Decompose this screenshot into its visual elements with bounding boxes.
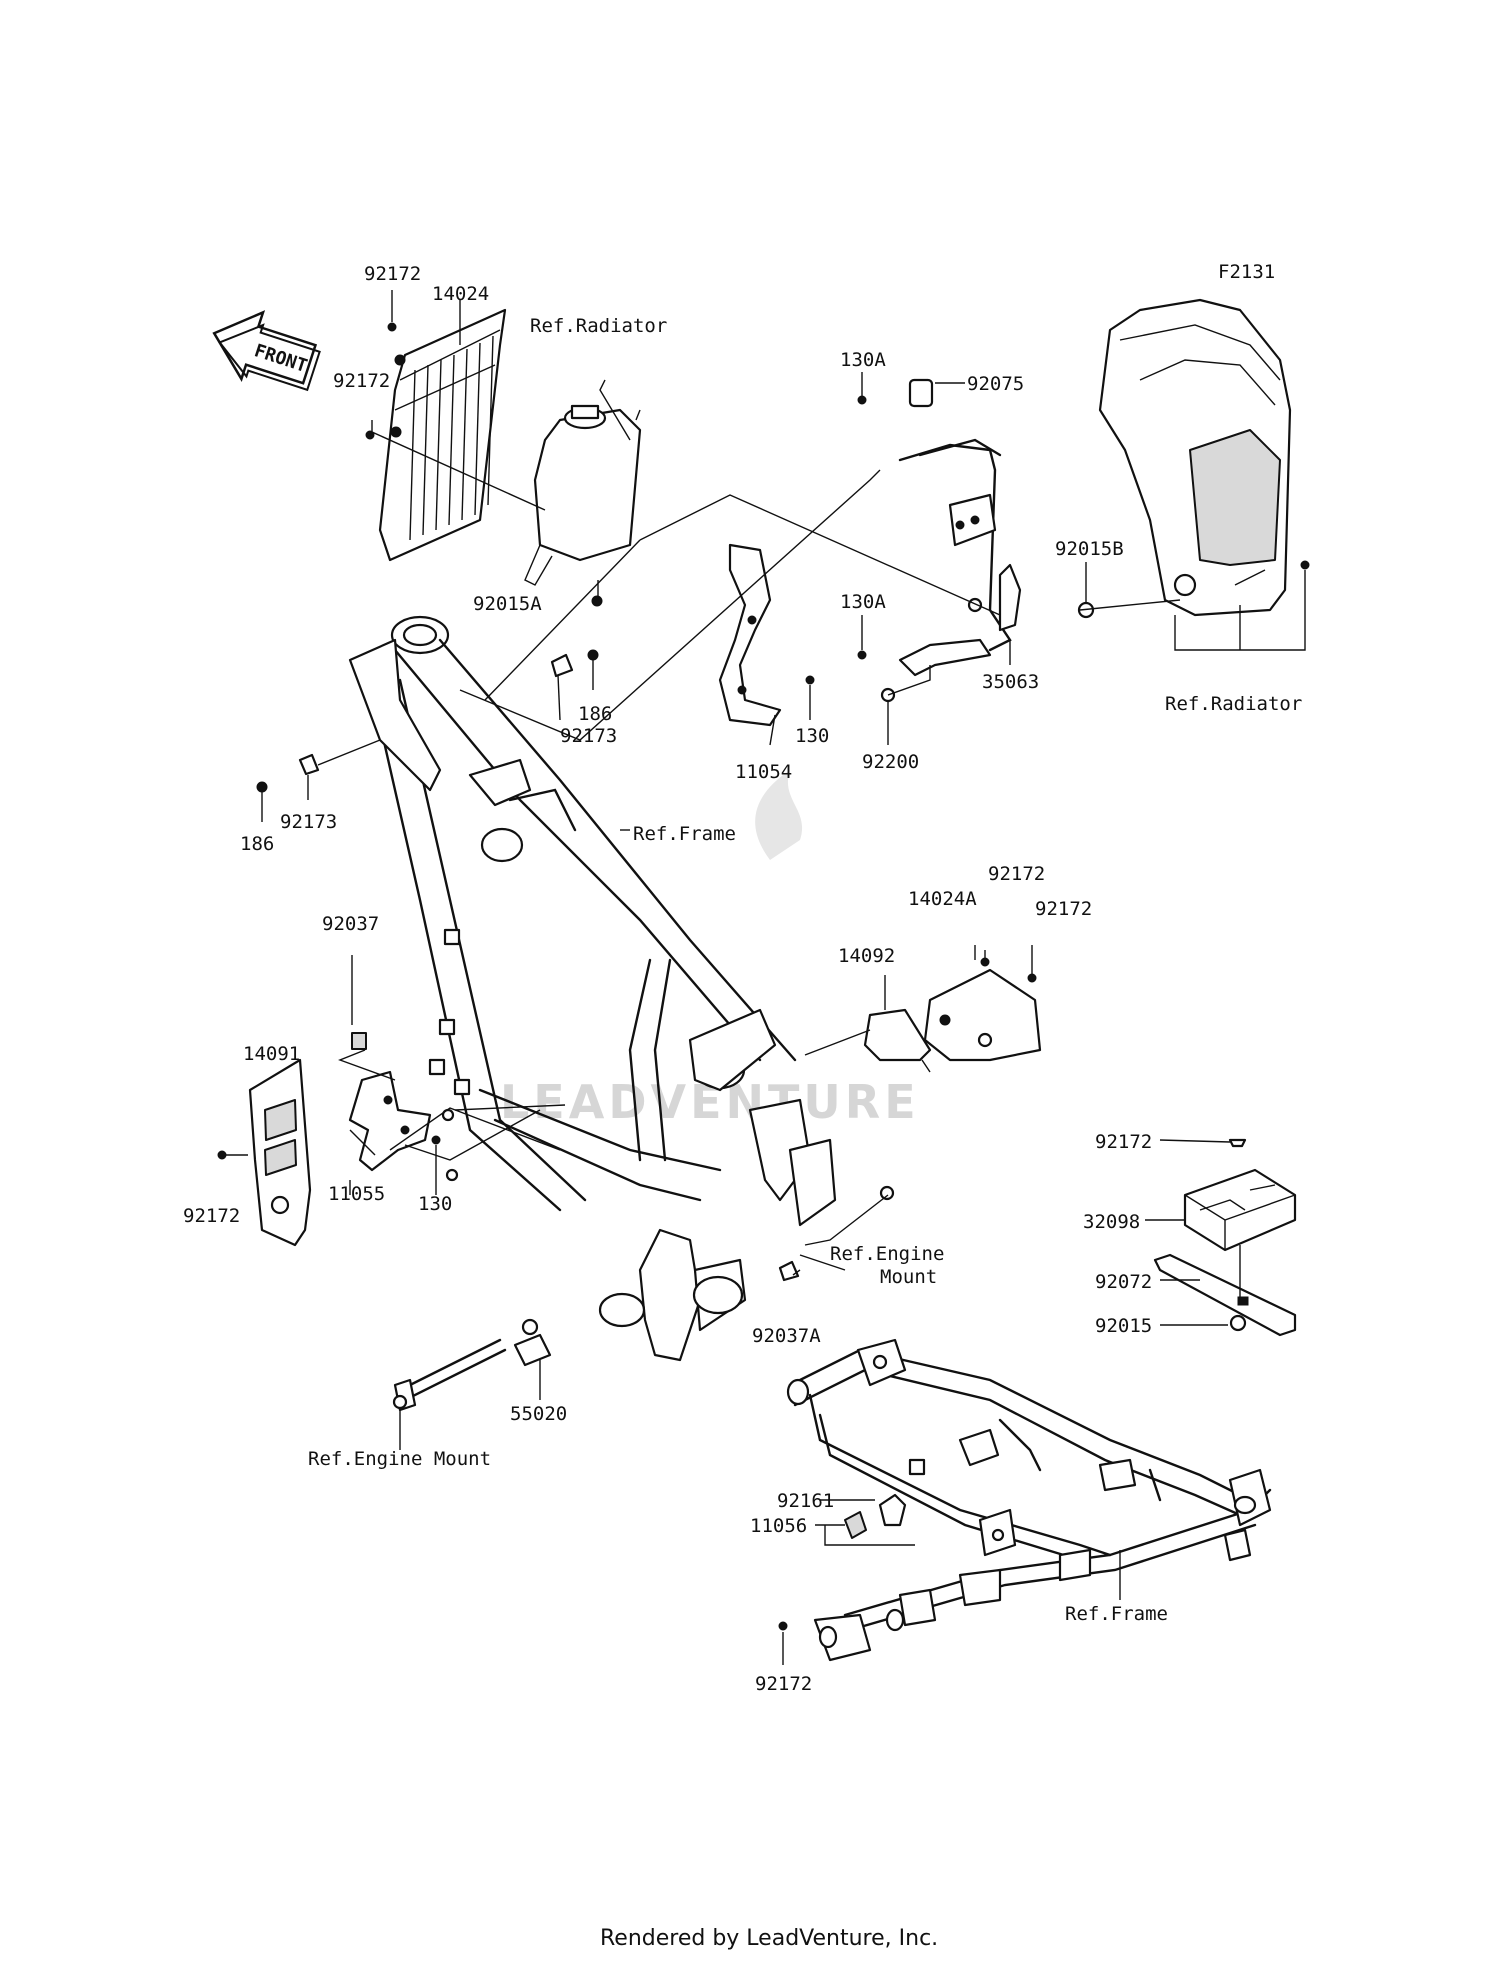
label-92075: 92075 <box>967 373 1024 395</box>
label-92200: 92200 <box>862 751 919 773</box>
label-130: 130 <box>795 725 829 747</box>
label-92015b: 92015B <box>1055 538 1124 560</box>
sub-frame <box>786 1338 1272 1662</box>
label-92161: 92161 <box>777 1490 834 1512</box>
radiator-shroud <box>1098 298 1292 617</box>
fasteners <box>217 322 1310 1631</box>
radiator-guard-14024 <box>378 308 507 562</box>
label-92172: 92172 <box>1035 898 1092 920</box>
label-92172: 92172 <box>988 863 1045 885</box>
label-92015a: 92015A <box>473 593 542 615</box>
label-92015: 92015 <box>1095 1315 1152 1337</box>
label-186: 186 <box>578 703 612 725</box>
bracket-14092 <box>863 1008 932 1062</box>
footer-credit: Rendered by LeadVenture, Inc. <box>600 1926 938 1951</box>
label-11056: 11056 <box>750 1515 807 1537</box>
label-14024a: 14024A <box>908 888 977 910</box>
bolt-icon <box>394 354 406 366</box>
label-11055: 11055 <box>328 1183 385 1205</box>
label-92172: 92172 <box>755 1673 812 1695</box>
collar-92161 <box>844 1493 907 1539</box>
label-92172: 92172 <box>364 263 421 285</box>
label-35063: 35063 <box>982 671 1039 693</box>
label-ref-engine-mount: Ref.Engine <box>830 1243 944 1265</box>
figure-code: F2131 <box>1218 261 1275 283</box>
guard-14024a <box>923 968 1042 1062</box>
bracket-11054 <box>718 543 782 727</box>
label-92037: 92037 <box>322 913 379 935</box>
label-ref-frame: Ref.Frame <box>1065 1603 1168 1625</box>
collar-92075 <box>908 378 934 408</box>
label-92173: 92173 <box>560 725 617 747</box>
battery-case-32098 <box>1153 1168 1297 1337</box>
bracket-35063 <box>898 438 1022 677</box>
label-ref-radiator: Ref.Radiator <box>1165 693 1302 715</box>
label-130a: 130A <box>840 349 886 371</box>
leader-lines <box>226 290 1306 1665</box>
label-32098: 32098 <box>1083 1211 1140 1233</box>
label-ref-engine-mount: Mount <box>880 1266 937 1288</box>
label-92072: 92072 <box>1095 1271 1152 1293</box>
label-92172: 92172 <box>183 1205 240 1227</box>
reservoir-tank <box>524 379 642 607</box>
label-ref-frame: Ref.Frame <box>633 823 736 845</box>
label-92172: 92172 <box>333 370 390 392</box>
label-ref-engine-mount: Ref.Engine Mount <box>308 1448 491 1470</box>
cover-14091 <box>248 1058 312 1247</box>
bracket-11055 <box>348 1032 432 1172</box>
label-130: 130 <box>418 1193 452 1215</box>
label-92172: 92172 <box>1095 1131 1152 1153</box>
label-14024: 14024 <box>432 283 489 305</box>
label-92173: 92173 <box>280 811 337 833</box>
front-arrow-icon: FRONT <box>212 310 321 392</box>
part-labels: 92172 14024 92172 Ref.Radiator 92015A 13… <box>183 263 1302 1695</box>
label-ref-radiator: Ref.Radiator <box>530 315 667 337</box>
main-frame <box>348 615 837 1362</box>
label-186: 186 <box>240 833 274 855</box>
label-14092: 14092 <box>838 945 895 967</box>
label-55020: 55020 <box>510 1403 567 1425</box>
bolt-55020 <box>393 1318 552 1412</box>
label-11054: 11054 <box>735 761 792 783</box>
label-92037a: 92037A <box>752 1325 821 1347</box>
bolt-icon <box>390 426 402 438</box>
label-130a: 130A <box>840 591 886 613</box>
label-14091: 14091 <box>243 1043 300 1065</box>
